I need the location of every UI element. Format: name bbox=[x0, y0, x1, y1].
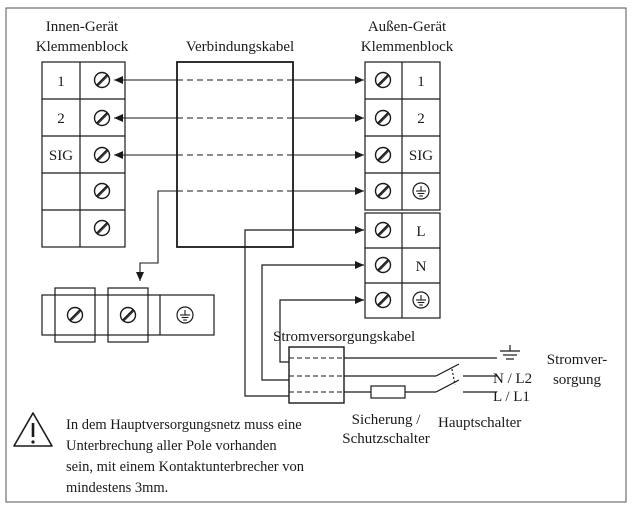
cable-wires bbox=[114, 76, 364, 281]
power-supply-wiring bbox=[244, 226, 497, 397]
fuse-label-line2: Schutzschalter bbox=[342, 431, 429, 447]
screw-icon bbox=[66, 306, 84, 324]
l-l1-label: L / L1 bbox=[493, 389, 530, 405]
ground-icon bbox=[412, 291, 430, 309]
warning-line-1: In dem Hauptversorgungsnetz muss eine bbox=[66, 417, 302, 433]
screw-icon bbox=[119, 306, 137, 324]
connection-cable-box bbox=[176, 61, 294, 248]
screw-icon bbox=[93, 146, 111, 164]
screw-icon bbox=[374, 71, 392, 89]
power-supply-label-line2: sorgung bbox=[553, 372, 602, 388]
ground-terminal-block bbox=[41, 287, 215, 343]
fuse-icon bbox=[370, 385, 406, 399]
screw-icon bbox=[374, 109, 392, 127]
main-switch-label: Hauptschalter bbox=[438, 415, 521, 431]
power-cable-box bbox=[288, 346, 345, 404]
power-supply-label-line1: Stromver- bbox=[547, 352, 608, 368]
indoor-terminal-sig: SIG bbox=[49, 148, 73, 164]
screw-icon bbox=[93, 109, 111, 127]
screw-icon bbox=[374, 291, 392, 309]
ground-icon bbox=[412, 182, 430, 200]
outdoor-terminal-block bbox=[364, 61, 441, 211]
outer-frame bbox=[5, 7, 627, 503]
power-terminal-block bbox=[364, 212, 441, 319]
fuse-label-line1: Sicherung / bbox=[352, 412, 422, 428]
warning-line-3: sein, mit einem Kontaktunterbrecher von bbox=[66, 459, 305, 475]
screw-icon bbox=[374, 146, 392, 164]
power-terminal-n: N bbox=[416, 259, 427, 275]
power-cable-label: Stromversorgungskabel bbox=[273, 329, 415, 345]
cable-title: Verbindungskabel bbox=[186, 39, 294, 55]
ground-icon bbox=[176, 306, 194, 324]
screw-icon bbox=[93, 219, 111, 237]
main-switch-icon bbox=[435, 363, 497, 393]
earth-symbol-icon bbox=[500, 345, 520, 360]
indoor-title-line1: Innen-Gerät bbox=[46, 19, 119, 35]
warning-triangle-icon bbox=[13, 412, 53, 447]
outdoor-title-line1: Außen-Gerät bbox=[368, 19, 447, 35]
screw-icon bbox=[374, 182, 392, 200]
outdoor-terminal-1: 1 bbox=[417, 74, 425, 90]
outdoor-terminal-sig: SIG bbox=[409, 148, 433, 164]
indoor-terminal-2: 2 bbox=[57, 111, 65, 127]
n-l2-label: N / L2 bbox=[493, 371, 532, 387]
screw-icon bbox=[374, 221, 392, 239]
indoor-title-line2: Klemmenblock bbox=[36, 39, 129, 55]
power-terminal-l: L bbox=[416, 224, 425, 240]
warning-line-4: mindestens 3mm. bbox=[66, 480, 168, 496]
outdoor-terminal-2: 2 bbox=[417, 111, 425, 127]
warning-line-2: Unterbrechung aller Pole vorhanden bbox=[66, 438, 277, 454]
indoor-terminal-1: 1 bbox=[57, 74, 65, 90]
screw-icon bbox=[93, 182, 111, 200]
screw-icon bbox=[93, 71, 111, 89]
outdoor-title-line2: Klemmenblock bbox=[361, 39, 454, 55]
screw-icon bbox=[374, 256, 392, 274]
